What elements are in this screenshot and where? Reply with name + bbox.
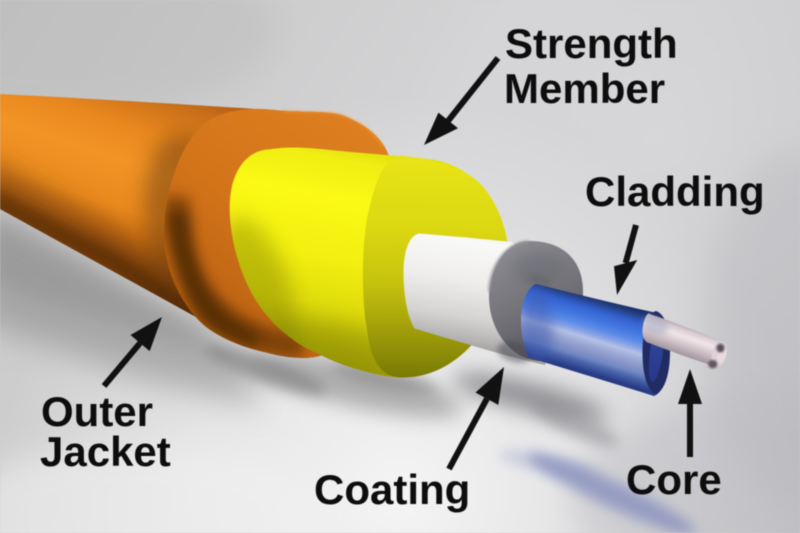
svg-text:Strength: Strength: [505, 20, 678, 67]
svg-text:Jacket: Jacket: [40, 428, 171, 475]
svg-text:Member: Member: [504, 65, 665, 112]
svg-text:Coating: Coating: [314, 466, 470, 513]
svg-text:Cladding: Cladding: [585, 168, 765, 215]
svg-text:Outer: Outer: [41, 388, 153, 435]
svg-text:Core: Core: [626, 456, 722, 503]
